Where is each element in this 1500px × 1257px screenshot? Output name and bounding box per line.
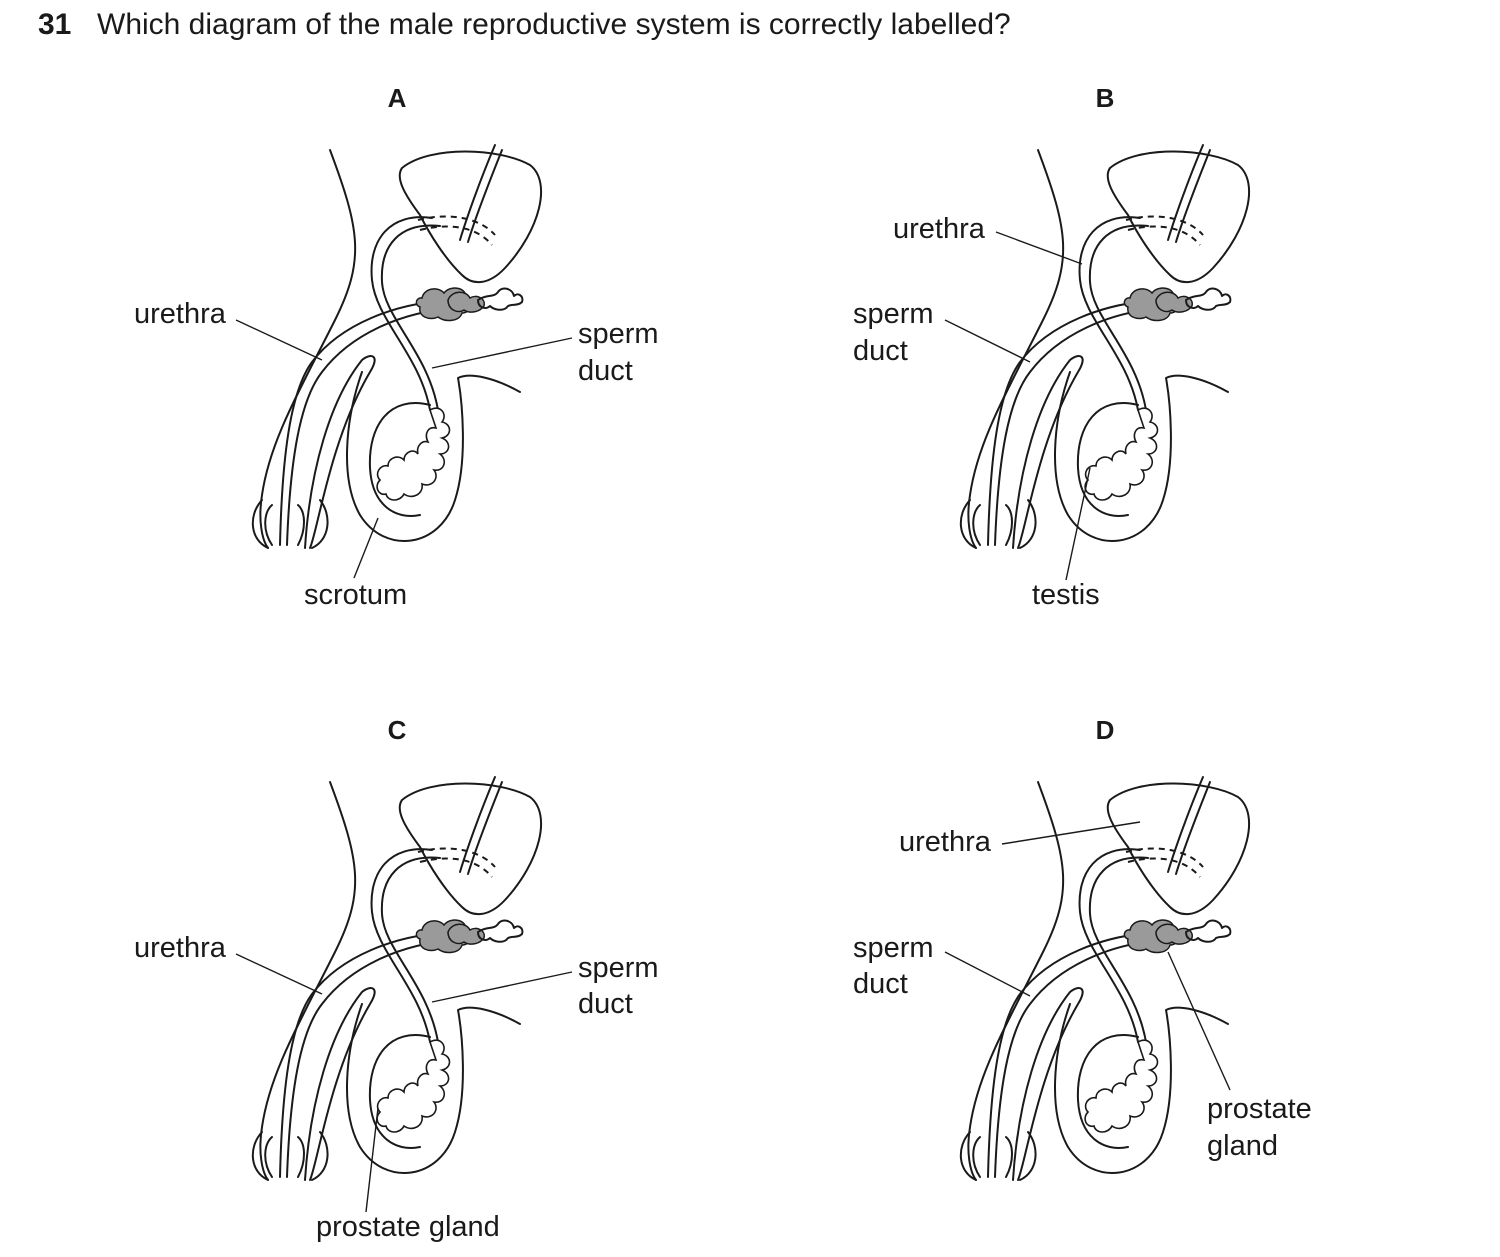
leader-urethra-d <box>1001 821 1141 845</box>
label-prostate-gland-c: prostate gland <box>316 1211 500 1243</box>
option-letter-b: B <box>1096 83 1115 113</box>
option-c[interactable]: C urethra sperm duct prostate gland <box>134 715 659 1243</box>
label-gland-d: gland <box>1207 1130 1278 1162</box>
label-sperm-d: sperm <box>853 932 934 964</box>
label-duct-b: duct <box>853 335 908 367</box>
label-sperm-a: sperm <box>578 318 659 350</box>
option-a[interactable]: A urethra sperm duct scrotum <box>134 83 659 611</box>
label-urethra-c: urethra <box>134 932 227 964</box>
label-duct-c: duct <box>578 988 633 1020</box>
anatomy-drawing-c <box>251 776 543 1181</box>
question-number: 31 <box>38 8 72 41</box>
leader-scrotum-a <box>353 517 379 579</box>
option-letter-a: A <box>388 83 407 113</box>
anatomy-drawing-a <box>251 144 543 549</box>
label-testis-b: testis <box>1032 579 1100 611</box>
label-sperm-c: sperm <box>578 952 659 984</box>
label-duct-d: duct <box>853 968 908 1000</box>
leader-urethra-c <box>235 953 323 995</box>
question-text: Which diagram of the male reproductive s… <box>97 8 1011 41</box>
leader-urethra-a <box>235 319 323 361</box>
anatomy-drawing-b <box>959 144 1251 549</box>
option-letter-d: D <box>1096 715 1115 745</box>
option-letter-c: C <box>388 715 407 745</box>
leader-prostate-gland-c <box>365 1107 379 1213</box>
label-sperm-b: sperm <box>853 298 934 330</box>
leader-urethra-b <box>995 231 1083 265</box>
anatomy-drawing-d <box>959 776 1251 1181</box>
option-d[interactable]: D urethra sperm duct prostate gland <box>853 715 1312 1181</box>
leader-prostate-gland-d <box>1167 951 1231 1091</box>
leader-sperm-duct-d <box>944 951 1031 997</box>
leader-sperm-duct-b <box>944 319 1031 363</box>
label-duct-a: duct <box>578 355 633 387</box>
leader-sperm-duct-a <box>431 337 573 369</box>
label-urethra-b: urethra <box>893 213 986 245</box>
leader-testis-b <box>1065 467 1091 581</box>
leader-sperm-duct-c <box>431 971 573 1003</box>
label-prostate-d: prostate <box>1207 1093 1312 1125</box>
option-b[interactable]: B urethra sperm duct testis <box>853 83 1251 611</box>
label-urethra-d: urethra <box>899 826 992 858</box>
label-urethra-a: urethra <box>134 298 227 330</box>
label-scrotum-a: scrotum <box>304 579 407 611</box>
